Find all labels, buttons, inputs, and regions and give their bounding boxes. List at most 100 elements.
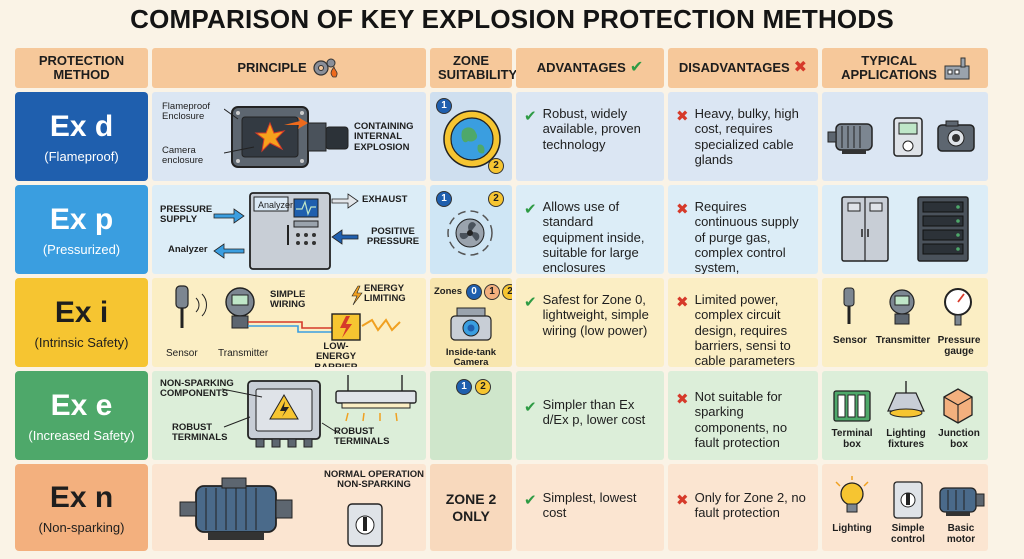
zone-1-badge: 1 [456, 379, 472, 395]
motor-icon [179, 477, 293, 540]
label-transmitter: Transmitter [218, 348, 269, 359]
motor-icon [827, 123, 873, 154]
applications-ex-i: Sensor Transmitter Pressure gauge [822, 278, 988, 367]
tank-camera-icon [450, 307, 492, 341]
sensor-icon [843, 287, 855, 324]
label-robust-terminals-left: ROBUST TERMINALS [172, 422, 228, 444]
cross-icon: ✖ [676, 294, 689, 311]
principle-ex-e: NON-SPARKING COMPONENTS ROBUST TERMINALS [152, 371, 426, 460]
header-applications: TYPICAL APPLICATIONS [822, 48, 988, 88]
label-sensor: Sensor [166, 348, 198, 359]
zones-label: Zones [434, 286, 462, 298]
cross-icon: ✖ [676, 201, 689, 218]
label-simple-wiring: SIMPLE WIRING [270, 289, 306, 311]
label-positive-pressure: POSITIVE PRESSURE [366, 226, 420, 248]
zone-ex-n: ZONE 2 ONLY [430, 464, 512, 551]
check-icon: ✔ [524, 492, 537, 509]
barrier-icon [331, 313, 361, 341]
header-method: PROTECTION METHOD [15, 48, 148, 88]
lighting-fixture-icon [887, 381, 925, 418]
label-low-energy-barrier: LOW-ENERGY BARRIER [314, 341, 357, 367]
zone-badges: 1 2 [456, 379, 491, 395]
applications-ex-e: Terminal box Lighting fixtures Junction … [822, 371, 988, 460]
zone-ex-i: Zones 0 1 2 Inside-tank Camera [430, 278, 512, 367]
zone-0-badge: 0 [465, 284, 482, 300]
applications-ex-d-icons [827, 117, 975, 157]
factory-icon [943, 56, 971, 80]
transmitter-icon [889, 289, 915, 325]
app-junction-box: Junction box [938, 428, 980, 450]
zone-ex-d: 1 2 [430, 92, 512, 181]
disadvantages-ex-n: ✖ Only for Zone 2, no fault protection [668, 464, 818, 551]
applications-ex-p [822, 185, 988, 274]
switch-icon [893, 481, 923, 519]
zone-2-badge: 2 [501, 284, 512, 300]
advantages-ex-p: ✔ Allows use of standard equipment insid… [516, 185, 664, 274]
label-pressure-supply: PRESSURE SUPPLY [160, 204, 213, 226]
header-zone: ZONE SUITABILITY [430, 48, 517, 88]
method-ex-i: Ex i (Intrinsic Safety) [15, 278, 148, 367]
principle-ex-i: SIMPLE WIRING ENERGY LIMITING Sensor Tra… [152, 278, 426, 367]
method-ex-d: Ex d (Flameproof) [15, 92, 148, 181]
zone-2-badge: 2 [488, 191, 504, 207]
app-pressure-gauge: Pressure gauge [937, 335, 981, 357]
gear-flame-icon [311, 57, 341, 79]
zone-2-only: ZONE 2 ONLY [445, 491, 497, 524]
zone-1-badge: 1 [436, 191, 452, 207]
label-normal-operation: NORMAL OPERATION NON-SPARKING [324, 469, 424, 491]
method-ex-e: Ex e (Increased Safety) [15, 371, 148, 460]
check-icon: ✔ [629, 59, 644, 77]
label-inside-tank-camera: Inside-tank Camera [445, 347, 497, 367]
applications-ex-n: Lighting Simple control Basic motor [822, 464, 988, 551]
principle-ex-p: PRESSURE SUPPLY Analyzer Analyzer EXHAUS… [152, 185, 426, 274]
applications-ex-p-icons [841, 196, 969, 262]
check-icon: ✔ [524, 294, 537, 311]
disadvantages-ex-d: ✖ Heavy, bulky, high cost, requires spec… [668, 92, 818, 181]
label-exhaust: EXHAUST [362, 194, 408, 205]
method-ex-p: Ex p (Pressurized) [15, 185, 148, 274]
zone-badges: Zones 0 1 2 [434, 284, 512, 300]
applications-ex-i-icons [843, 287, 972, 326]
app-sensor: Sensor [833, 335, 867, 346]
advantages-ex-d: ✔ Robust, widely available, proven techn… [516, 92, 664, 181]
label-camera-enclosure: Camera enclosure [162, 145, 204, 167]
non-sparking-illustration [179, 477, 383, 547]
header-advantages: ADVANTAGES ✔ [516, 48, 664, 88]
label-analyzer-bottom: Analyzer [168, 244, 208, 255]
switch-icon [347, 503, 383, 547]
zone-ex-p: 1 2 [430, 185, 512, 274]
cross-icon: ✖ [676, 492, 689, 509]
label-containing-explosion: CONTAINING INTERNAL EXPLOSION [354, 121, 414, 153]
light-bulb-icon [835, 476, 869, 513]
advantages-ex-e: ✔ Simpler than Ex d/Ex p, lower cost [516, 371, 664, 460]
intrinsic-safety-illustration [175, 285, 401, 341]
junction-box-icon [943, 388, 973, 424]
check-icon: ✔ [524, 108, 537, 125]
disadvantages-ex-p: ✖ Requires continuous supply of purge ga… [668, 185, 818, 274]
method-ex-n: Ex n (Non-sparking) [15, 464, 148, 551]
label-analyzer-screen: Analyzer [258, 200, 294, 210]
pressurized-cabinet-illustration [213, 192, 359, 270]
cabinet-icon [841, 196, 889, 262]
app-transmitter: Transmitter [875, 335, 931, 346]
applications-ex-n-icons [835, 476, 985, 519]
flameproof-enclosure-illustration [224, 106, 349, 168]
app-basic-motor: Basic motor [946, 523, 976, 545]
pressure-gauge-icon [944, 288, 972, 326]
motor-icon [939, 487, 985, 516]
cross-icon: ✖ [676, 108, 689, 125]
server-rack-icon [917, 196, 969, 262]
fan-icon [447, 210, 493, 256]
zone-globe-icon [443, 110, 501, 168]
zone-2-badge: 2 [488, 158, 504, 174]
principle-ex-d: Flameproof Enclosure Camera enclosure CO… [152, 92, 426, 181]
page-title: COMPARISON OF KEY EXPLOSION PROTECTION M… [130, 4, 894, 34]
principle-ex-n: NORMAL OPERATION NON-SPARKING [152, 464, 426, 551]
comparison-table: PROTECTION METHOD PRINCIPLE ZONE SUITABI… [15, 48, 1008, 551]
app-lighting-fixtures: Lighting fixtures [886, 428, 926, 450]
label-flameproof-enclosure: Flameproof Enclosure [162, 101, 211, 123]
app-terminal-box: Terminal box [831, 428, 873, 450]
check-icon: ✔ [524, 399, 537, 416]
transmitter-icon [225, 287, 255, 329]
header-principle: PRINCIPLE [152, 48, 426, 88]
